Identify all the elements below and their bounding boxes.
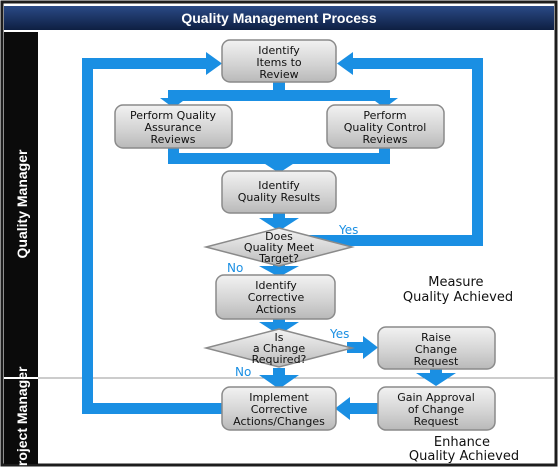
- node-line: Actions/Changes: [233, 415, 325, 428]
- annotation-measure: Measure Quality Achieved: [403, 275, 513, 305]
- flow-arrows: [82, 52, 483, 420]
- arrow-left-top: [82, 58, 208, 69]
- node-line: Identify: [255, 279, 297, 292]
- arrow-right-vertical: [472, 58, 483, 246]
- annotation-line: Quality Achieved: [403, 290, 513, 305]
- lane-bar-project-manager: [4, 379, 38, 464]
- node-line: Identify: [258, 179, 300, 192]
- node-line: Does: [265, 230, 293, 243]
- label-no-change: No: [235, 365, 251, 379]
- arrow-head-into-identify-right: [337, 52, 353, 75]
- arrow-head-into-results: [259, 160, 299, 173]
- node-line: Gain Approval: [397, 391, 475, 404]
- arrow-head-into-approval: [416, 373, 456, 386]
- node-line: Reviews: [151, 133, 196, 146]
- lane-label-project-manager: Project Manager: [14, 366, 30, 467]
- annotation-line: Quality Achieved: [409, 449, 519, 464]
- arrow-head-into-implement: [259, 375, 299, 389]
- arrow-merge-bar: [168, 153, 390, 164]
- node-line: Reviews: [363, 133, 408, 146]
- node-line: Target?: [258, 252, 299, 265]
- arrow-yes-right: [302, 235, 483, 246]
- arrow-change-yes: [347, 342, 365, 353]
- node-line: Review: [259, 68, 298, 81]
- arrow-split-left-stub: [168, 90, 179, 100]
- node-line: Corrective: [251, 403, 308, 416]
- node-line: Request: [414, 415, 459, 428]
- node-line: Implement: [249, 391, 309, 404]
- arrow-head-into-qa: [160, 98, 187, 108]
- node-line: Is: [275, 331, 284, 344]
- node-line: Identify: [258, 44, 300, 57]
- lane-bar-quality-manager: [4, 32, 38, 377]
- arrow-split-bar: [168, 90, 390, 101]
- node-line: Assurance: [144, 121, 201, 134]
- annotation-line: Measure: [428, 275, 483, 290]
- node-line: a Change: [253, 342, 306, 355]
- diagram-title: Quality Management Process: [181, 10, 377, 26]
- node-line: Change: [415, 343, 457, 356]
- node-line: Quality Results: [238, 191, 321, 204]
- node-line: Items to: [256, 56, 302, 69]
- arrow-head-into-corrective: [259, 266, 299, 277]
- arrow-raise-down: [430, 367, 442, 376]
- annotation-enhance: Enhance Quality Achieved: [409, 435, 519, 464]
- arrow-approval-left: [348, 403, 378, 414]
- arrow-head-into-qc: [371, 98, 398, 108]
- node-line: of Change: [408, 403, 464, 416]
- node-line: Actions: [256, 303, 296, 316]
- node-line: Perform: [363, 109, 406, 122]
- node-line: Request: [414, 355, 459, 368]
- label-no-target: No: [227, 261, 243, 275]
- lane-label-quality-manager: Quality Manager: [14, 149, 30, 258]
- arrow-head-into-target: [259, 218, 299, 231]
- annotation-line: Enhance: [434, 435, 490, 450]
- arrow-head-into-raise: [363, 336, 378, 359]
- arrow-head-approval-into-implement: [335, 397, 350, 420]
- arrow-implement-left: [82, 403, 222, 414]
- node-line: Raise: [421, 331, 451, 344]
- node-line: Corrective: [248, 291, 305, 304]
- arrow-corrective-down: [273, 317, 285, 325]
- node-line: Quality Control: [344, 121, 427, 134]
- arrow-results-down: [273, 212, 285, 221]
- node-line: Required?: [252, 353, 307, 366]
- arrow-split-right-stub: [379, 90, 390, 100]
- title-bar: [4, 6, 554, 30]
- arrow-head-into-identify-left: [206, 52, 222, 75]
- node-line: Quality Meet: [244, 241, 315, 254]
- arrow-right-top: [352, 58, 483, 69]
- arrow-left-vertical: [82, 58, 93, 414]
- label-yes-change: Yes: [329, 327, 349, 341]
- label-yes-target: Yes: [338, 223, 358, 237]
- arrow-change-no-down: [273, 368, 285, 378]
- node-line: Perform Quality: [130, 109, 216, 122]
